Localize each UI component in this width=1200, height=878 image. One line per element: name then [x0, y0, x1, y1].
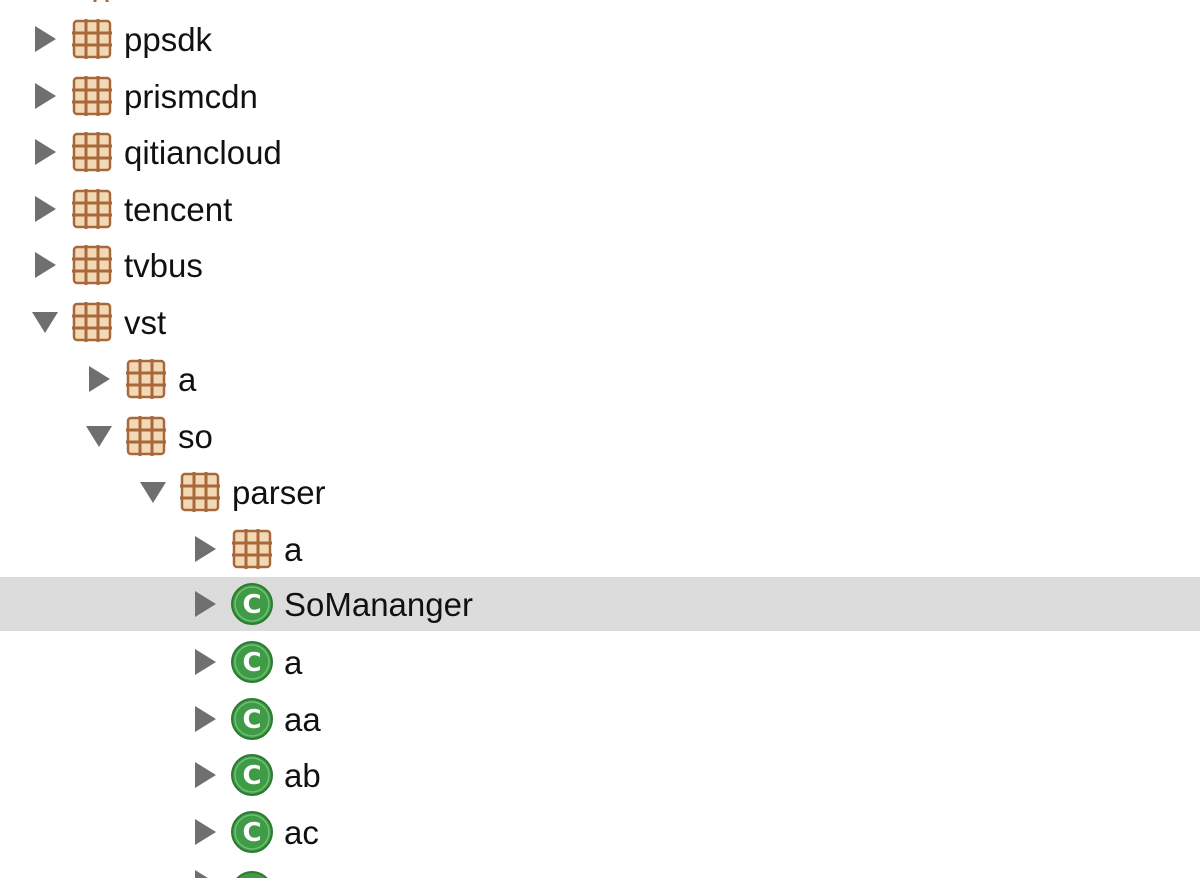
tree-item-label: tvbus — [124, 246, 203, 284]
class-icon: C — [230, 697, 274, 741]
tree-item-qitiancloud[interactable]: qitiancloud — [0, 124, 1200, 180]
package-icon — [230, 527, 274, 571]
class-icon: C — [230, 753, 274, 797]
tree-item-a[interactable]: a — [0, 351, 1200, 407]
chevron-right-icon[interactable] — [190, 860, 220, 878]
chevron-right-icon[interactable] — [190, 589, 220, 619]
tree-item-a[interactable]: a — [0, 521, 1200, 577]
tree-item-a-class[interactable]: C a — [0, 634, 1200, 690]
tree-item-prismcdn[interactable]: prismcdn — [0, 68, 1200, 124]
chevron-down-icon[interactable] — [30, 307, 60, 337]
package-icon — [70, 17, 114, 61]
tree-item-label: ppsdk — [124, 20, 213, 58]
chevron-down-icon[interactable] — [84, 421, 114, 451]
tree-item-label: qitiancloud — [124, 133, 282, 171]
tree-item-label: a — [178, 360, 197, 398]
package-icon — [70, 74, 114, 118]
package-icon — [124, 357, 168, 401]
class-icon: C — [230, 810, 274, 854]
chevron-right-icon[interactable] — [30, 137, 60, 167]
tree-item-label: aa — [284, 700, 321, 738]
tree-item-label: vst — [124, 303, 167, 341]
chevron-right-icon[interactable] — [84, 364, 114, 394]
chevron-right-icon[interactable] — [190, 647, 220, 677]
svg-text:C: C — [242, 818, 261, 848]
tree-item-aa[interactable]: C aa — [0, 691, 1200, 747]
tree-item-partial-top — [0, 0, 1200, 2]
tree-item-label: ab — [284, 756, 321, 794]
package-icon — [70, 187, 114, 231]
tree-item-label: ac — [284, 813, 319, 851]
class-icon: C — [230, 640, 274, 684]
tree-item-vst[interactable]: vst — [0, 294, 1200, 350]
class-icon — [230, 860, 274, 878]
package-icon — [70, 130, 114, 174]
package-icon — [178, 470, 222, 514]
chevron-right-icon[interactable] — [190, 534, 220, 564]
svg-text:C: C — [242, 761, 261, 791]
chevron-down-icon[interactable] — [138, 477, 168, 507]
class-icon: C — [230, 582, 274, 626]
chevron-right-icon[interactable] — [190, 817, 220, 847]
tree-item-label: prismcdn — [124, 77, 258, 115]
tree-item-tencent[interactable]: tencent — [0, 181, 1200, 237]
package-icon — [80, 0, 124, 2]
tree-item-ppsdk[interactable]: ppsdk — [0, 11, 1200, 67]
chevron-right-icon[interactable] — [30, 250, 60, 280]
svg-text:C: C — [242, 590, 261, 620]
tree-item-label: tencent — [124, 190, 233, 228]
chevron-right-icon[interactable] — [190, 704, 220, 734]
tree-item-ab[interactable]: C ab — [0, 747, 1200, 803]
tree-item-tvbus[interactable]: tvbus — [0, 237, 1200, 293]
tree-item-partial[interactable] — [0, 860, 1200, 878]
package-icon — [70, 300, 114, 344]
tree-item-label: a — [284, 530, 303, 568]
tree-item-ac[interactable]: C ac — [0, 804, 1200, 860]
tree-item-label: a — [284, 643, 303, 681]
chevron-right-icon[interactable] — [30, 81, 60, 111]
tree-item-label: parser — [232, 473, 326, 511]
chevron-right-icon[interactable] — [30, 194, 60, 224]
svg-text:C: C — [242, 648, 261, 678]
tree-item-somananger[interactable]: C SoMananger — [0, 577, 1200, 631]
chevron-right-icon[interactable] — [190, 760, 220, 790]
tree-item-parser[interactable]: parser — [0, 464, 1200, 520]
svg-text:C: C — [242, 705, 261, 735]
tree-item-label: SoMananger — [284, 585, 473, 623]
package-icon — [70, 243, 114, 287]
package-icon — [124, 414, 168, 458]
tree-item-so[interactable]: so — [0, 408, 1200, 464]
chevron-right-icon[interactable] — [30, 24, 60, 54]
tree-item-label: so — [178, 417, 213, 455]
